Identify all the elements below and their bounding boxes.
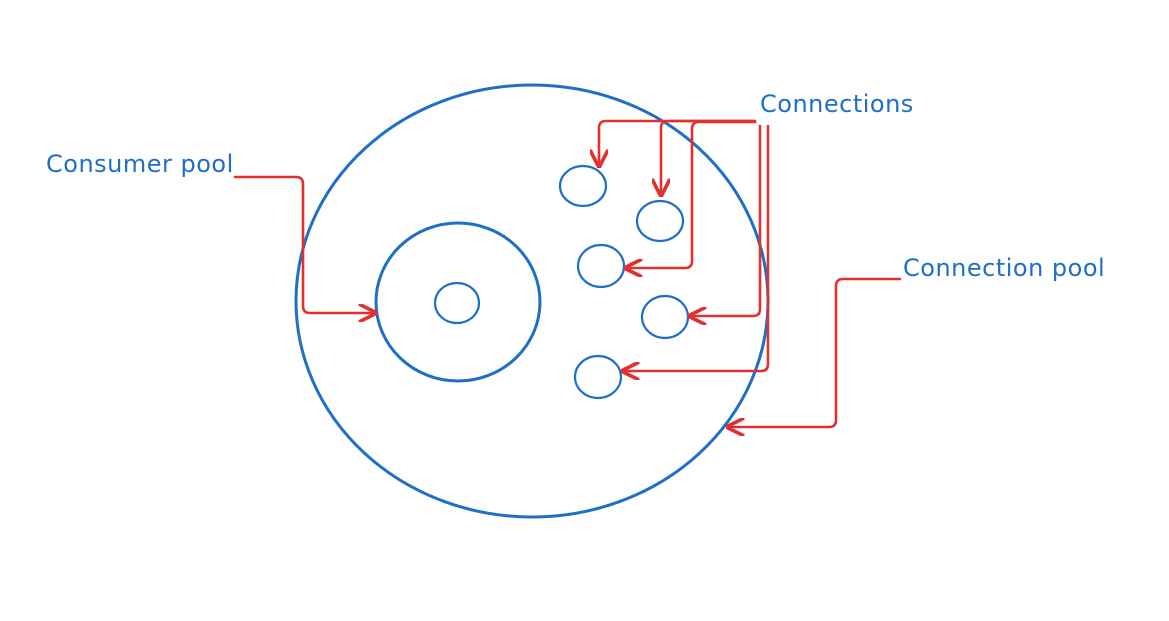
connections-arrow	[661, 119, 757, 195]
connection-circle	[573, 354, 623, 400]
connection-pool-label: Connection pool	[903, 254, 1106, 282]
connection-pool-circle	[294, 83, 770, 519]
consumer-pool-label: Consumer pool	[46, 150, 234, 178]
connections-arrow	[623, 124, 770, 371]
connections-arrow	[599, 119, 757, 166]
consumer-pool-circle	[374, 221, 542, 383]
consumer-circle	[433, 281, 481, 325]
connections-arrow	[626, 120, 757, 268]
connections-label: Connections	[760, 90, 914, 118]
connection-pool-arrow	[728, 277, 902, 427]
connection-circle	[576, 243, 626, 289]
connection-circle	[640, 294, 690, 340]
connection-circle	[558, 164, 608, 208]
consumer-pool-arrow	[233, 175, 375, 313]
connection-circle	[635, 199, 685, 243]
connections-arrow	[690, 124, 762, 316]
